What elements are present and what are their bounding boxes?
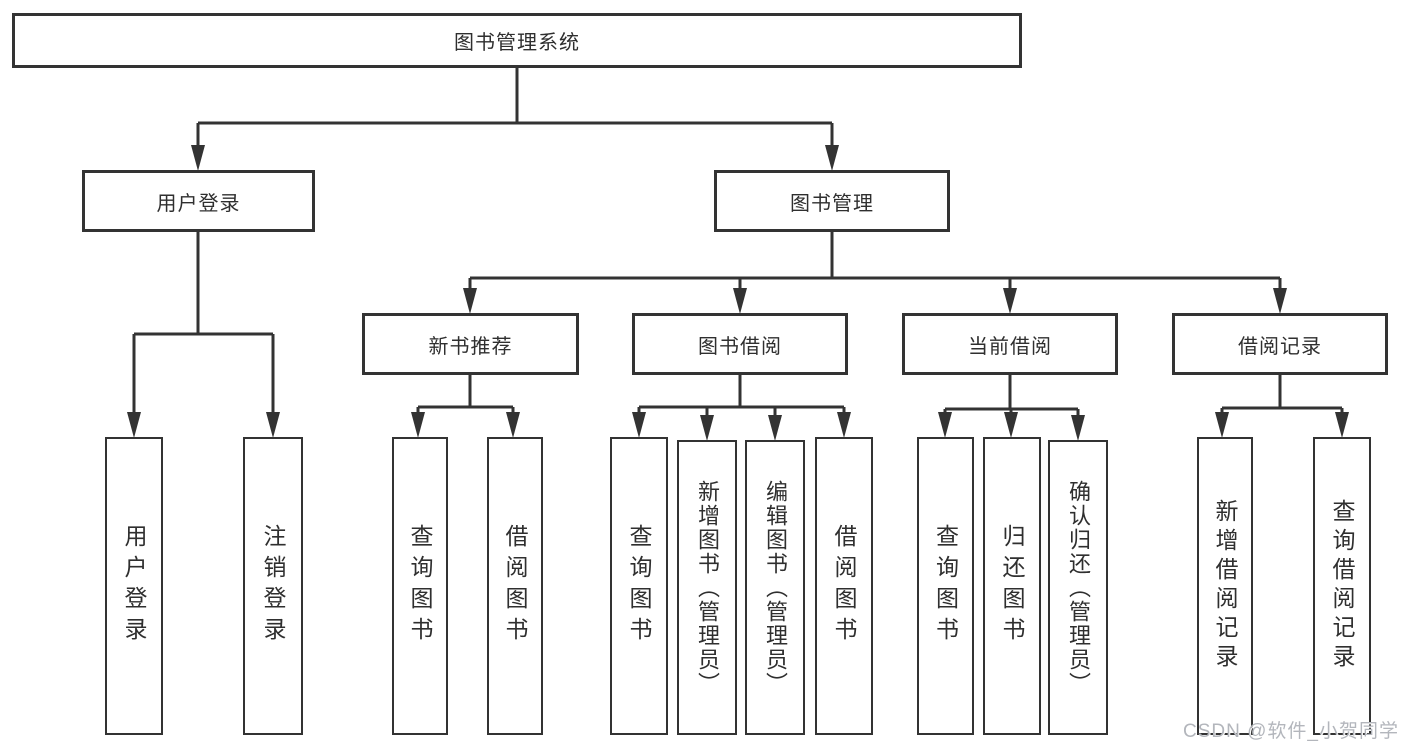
leaf-query-book-1-label: 查询图书 [407,524,433,648]
arrowhead [266,412,280,438]
node-current-borrow-label: 当前借阅 [968,335,1052,358]
node-book-management-label: 图书管理 [790,192,874,215]
leaf-logout-label: 注销登录 [260,524,286,648]
node-new-book-recommend-label: 新书推荐 [428,335,513,358]
leaf-query-book-1: 查询图书 [392,437,448,735]
arrowheads [127,145,1349,441]
node-borrow-records: 借阅记录 [1172,313,1388,375]
leaf-return-book: 归还图书 [983,437,1041,735]
arrowhead [1273,288,1287,314]
arrowhead [632,412,646,438]
arrowhead [1215,412,1229,438]
node-book-management: 图书管理 [714,170,950,232]
leaf-edit-book-admin-label: 编辑图书（管理员） [763,479,788,696]
leaf-add-borrow-record-label: 新增借阅记录 [1212,499,1238,673]
arrowhead [1071,415,1085,441]
node-current-borrow: 当前借阅 [902,313,1118,375]
leaf-borrow-book-1-label: 借阅图书 [502,524,528,648]
node-new-book-recommend: 新书推荐 [362,313,579,375]
node-book-borrow: 图书借阅 [632,313,848,375]
leaf-logout: 注销登录 [243,437,303,735]
leaf-query-book-2: 查询图书 [610,437,668,735]
leaf-borrow-book-1: 借阅图书 [487,437,543,735]
leaf-confirm-return-admin: 确认归还（管理员） [1048,440,1108,735]
node-root: 图书管理系统 [12,13,1022,68]
arrowhead [733,288,747,314]
leaf-add-borrow-record: 新增借阅记录 [1197,437,1253,735]
arrowhead [1004,412,1018,438]
leaf-query-borrow-record: 查询借阅记录 [1313,437,1371,735]
arrowhead [127,412,141,438]
arrowhead [1335,412,1349,438]
leaf-confirm-return-admin-label: 确认归还（管理员） [1066,479,1091,696]
node-borrow-records-label: 借阅记录 [1238,335,1322,358]
leaf-user-login-label: 用户登录 [121,524,147,648]
arrowhead [411,412,425,438]
leaf-query-borrow-record-label: 查询借阅记录 [1329,499,1355,673]
leaf-user-login: 用户登录 [105,437,163,735]
node-root-label: 图书管理系统 [454,32,580,54]
leaf-query-book-2-label: 查询图书 [626,524,652,648]
arrowhead [938,412,952,438]
arrowhead [825,145,839,171]
arrowhead [768,415,782,441]
connector-lines [132,68,1344,419]
node-user-login-label: 用户登录 [156,192,241,215]
leaf-add-book-admin: 新增图书（管理员） [677,440,737,735]
arrowhead [1003,288,1017,314]
leaf-edit-book-admin: 编辑图书（管理员） [745,440,805,735]
arrowhead [506,412,520,438]
arrowhead [191,145,205,171]
csdn-watermark: CSDN @软件_小贺同学 [1183,721,1399,742]
leaf-borrow-book-2: 借阅图书 [815,437,873,735]
leaf-add-book-admin-label: 新增图书（管理员） [695,479,720,696]
leaf-borrow-book-2-label: 借阅图书 [831,524,857,648]
node-user-login: 用户登录 [82,170,315,232]
arrowhead [700,415,714,441]
arrowhead [837,412,851,438]
leaf-return-book-label: 归还图书 [999,524,1025,648]
arrowhead [463,288,477,314]
node-book-borrow-label: 图书借阅 [698,335,782,358]
leaf-query-book-3-label: 查询图书 [932,524,959,648]
leaf-query-book-3: 查询图书 [917,437,974,735]
